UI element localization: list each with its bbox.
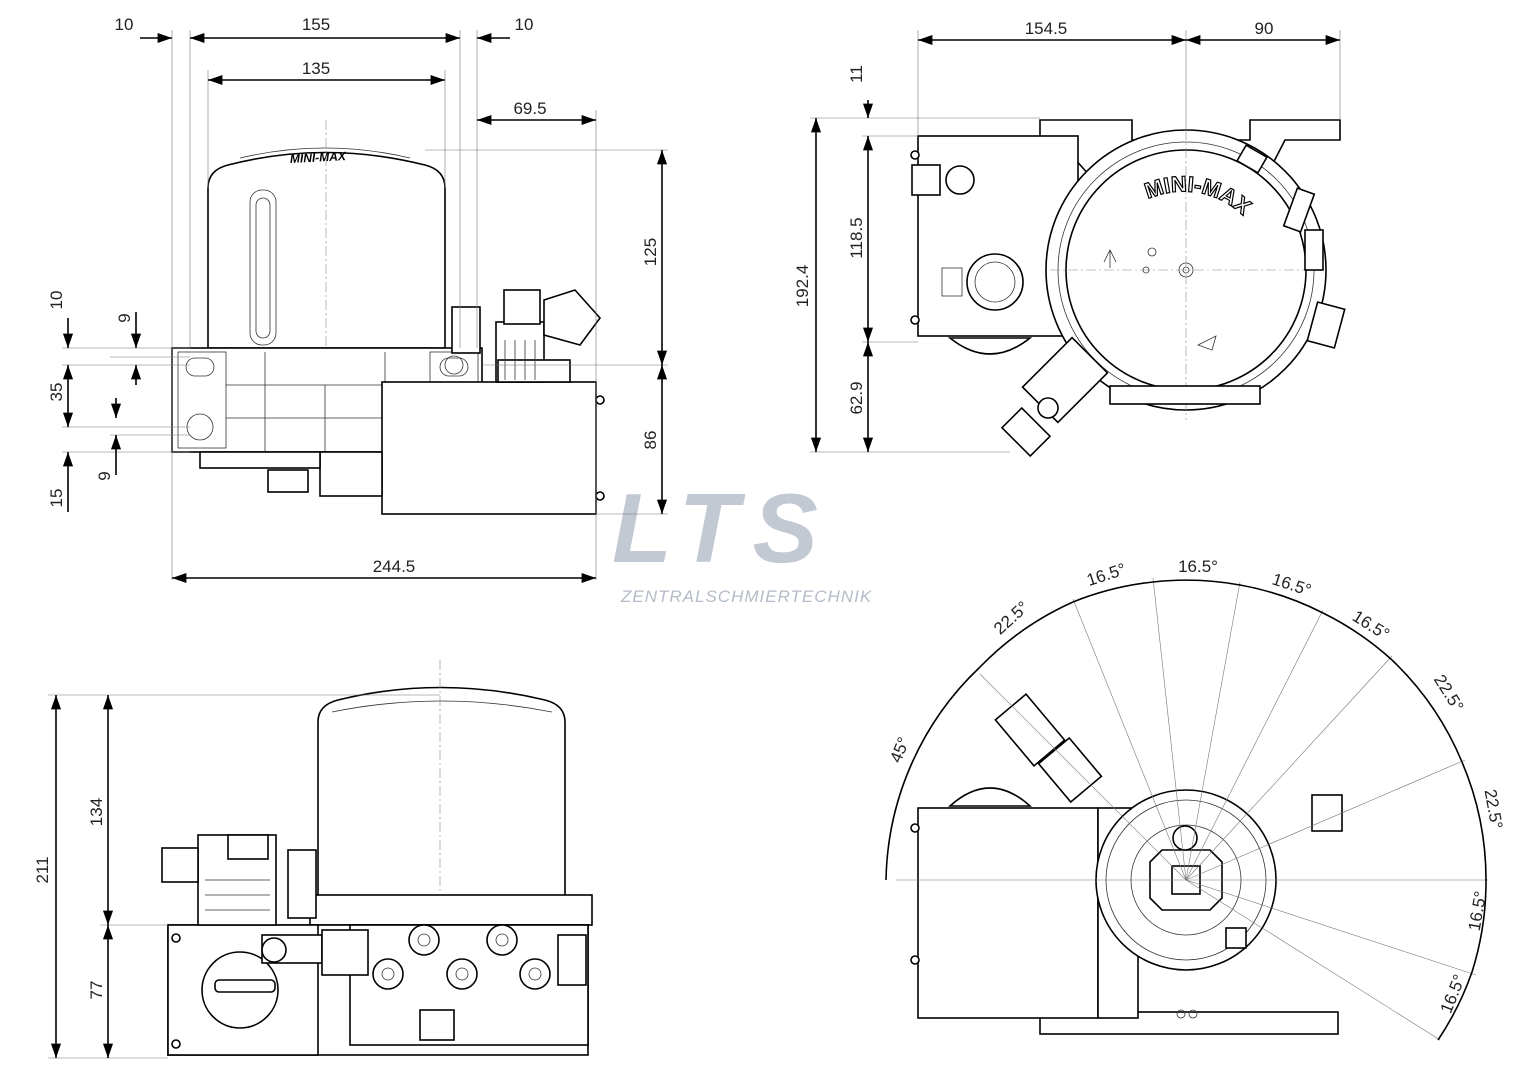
dim-top-118-5: 118.5: [847, 217, 866, 258]
dim-front-left-10: 10: [47, 291, 66, 310]
dim-front-left-15: 15: [47, 489, 66, 508]
angle-45: 45°: [886, 734, 913, 765]
angle-22-5-a: 22.5°: [990, 598, 1032, 639]
dim-front-10a: 10: [115, 15, 134, 34]
front-view: MINI-MAX: [47, 15, 668, 584]
angle-22-5-c: 22.5°: [1481, 788, 1507, 831]
dim-top-90: 90: [1255, 19, 1274, 38]
angle-16-5-e: 16.5°: [1465, 890, 1491, 933]
dim-side-77: 77: [87, 981, 106, 1000]
logo-text: LTS: [612, 473, 832, 583]
bottom-view: 45° 22.5° 16.5° 16.5° 16.5° 16.5° 22.5° …: [885, 557, 1507, 1041]
dim-front-left-9b: 9: [95, 471, 114, 480]
angle-16-5-d: 16.5°: [1349, 607, 1393, 644]
dim-front-244-5: 244.5: [373, 557, 416, 576]
angle-16-5-c: 16.5°: [1270, 570, 1314, 600]
dim-front-86: 86: [641, 431, 660, 450]
dim-top-154-5: 154.5: [1025, 19, 1068, 38]
angle-16-5-f: 16.5°: [1437, 972, 1470, 1016]
angle-22-5-b: 22.5°: [1430, 671, 1467, 715]
dim-side-211: 211: [33, 856, 52, 883]
dim-side-134: 134: [87, 798, 106, 826]
angle-16-5-a: 16.5°: [1084, 560, 1128, 590]
brand-logo: LTS ZENTRALSCHMIERTECHNIK: [612, 473, 872, 606]
logo-tagline: ZENTRALSCHMIERTECHNIK: [620, 587, 872, 606]
dim-front-155: 155: [302, 15, 330, 34]
dim-front-left-35: 35: [47, 383, 66, 402]
top-view: MINI-MAX 154.5 90 11 118.5 192.4 62.9: [793, 19, 1346, 458]
dim-front-125: 125: [641, 238, 660, 266]
dim-front-10b: 10: [515, 15, 534, 34]
dim-front-135: 135: [302, 59, 330, 78]
dim-top-62-9: 62.9: [847, 381, 866, 414]
dim-front-69-5: 69.5: [513, 99, 546, 118]
dim-top-192-4: 192.4: [793, 265, 812, 308]
angle-16-5-b: 16.5°: [1178, 557, 1218, 576]
side-view: 134 211 77: [33, 660, 593, 1059]
dim-top-11: 11: [847, 65, 866, 83]
dim-front-left-9a: 9: [115, 313, 134, 322]
svg-text:MINI-MAX: MINI-MAX: [290, 149, 348, 166]
